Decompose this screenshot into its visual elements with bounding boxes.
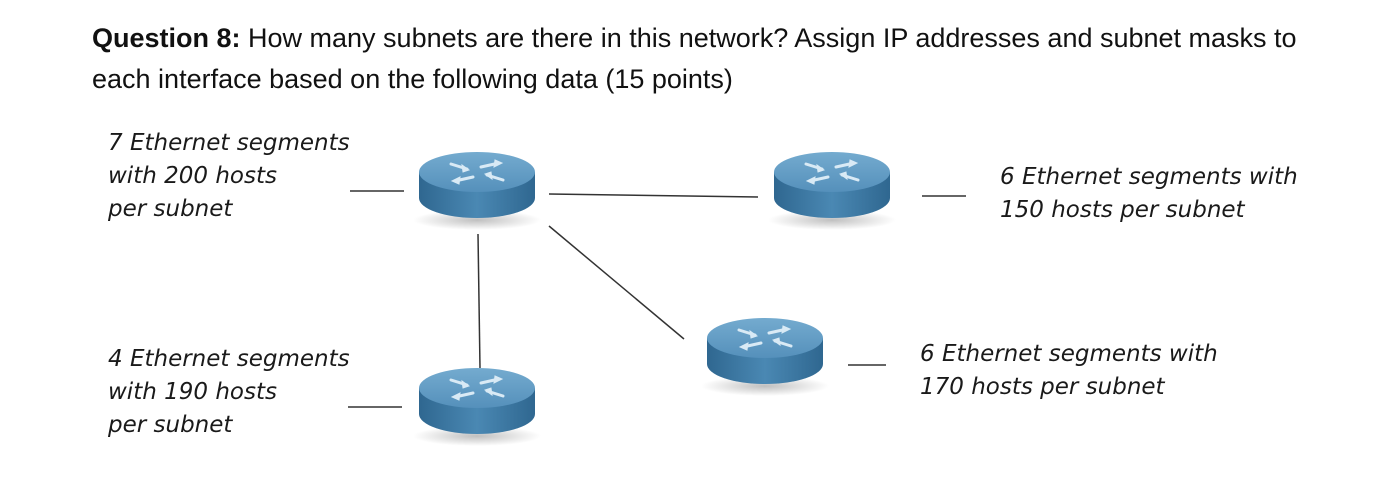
- label-line: with 190 hosts: [108, 379, 277, 405]
- link-r1-r2: [548, 193, 759, 198]
- router-icon: [699, 316, 831, 398]
- label-line: with 200 hosts: [108, 163, 277, 189]
- segment-label-r1: 7 Ethernet segments with 200 hosts per s…: [108, 127, 350, 226]
- label-line: 150 hosts per subnet: [1000, 197, 1245, 223]
- link-r1-r4: [477, 233, 481, 369]
- label-line: 6 Ethernet segments with: [1000, 164, 1298, 190]
- segment-label-r3: 6 Ethernet segments with 170 hosts per s…: [920, 338, 1218, 404]
- segment-label-r2: 6 Ethernet segments with 150 hosts per s…: [1000, 161, 1298, 227]
- segment-lines: [348, 190, 966, 408]
- router-icon: [411, 366, 543, 448]
- segment-label-r4: 4 Ethernet segments with 190 hosts per s…: [108, 343, 350, 442]
- label-line: per subnet: [108, 196, 233, 222]
- label-line: 6 Ethernet segments with: [920, 341, 1218, 367]
- link-r1-r3: [548, 225, 685, 340]
- router-links: [477, 193, 759, 369]
- question-label: Question 8:: [92, 23, 241, 53]
- label-line: 170 hosts per subnet: [920, 374, 1165, 400]
- label-line: per subnet: [108, 412, 233, 438]
- question-body: How many subnets are there in this netwo…: [92, 23, 1297, 94]
- label-line: 7 Ethernet segments: [108, 130, 350, 156]
- label-line: 4 Ethernet segments: [108, 346, 350, 372]
- router-icon: [766, 150, 898, 232]
- router-icon: [411, 150, 543, 232]
- question-text: Question 8: How many subnets are there i…: [92, 18, 1352, 100]
